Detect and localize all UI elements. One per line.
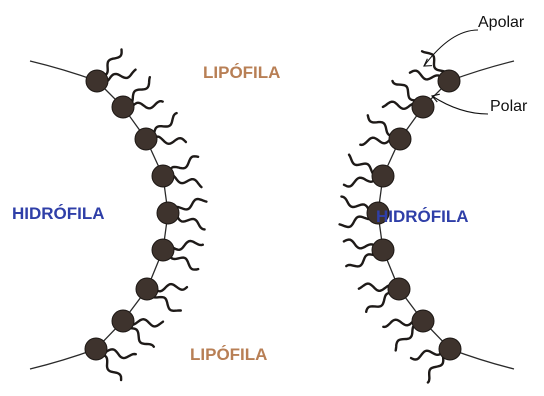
apolar-tail-icon <box>411 350 444 383</box>
phospholipid <box>383 81 434 118</box>
polar-head-icon <box>412 96 434 118</box>
pointer-arrow-icon <box>424 30 478 66</box>
polar-head-icon <box>112 310 134 332</box>
phospholipid <box>344 239 394 266</box>
polar-head-icon <box>152 165 174 187</box>
phospholipid <box>359 278 410 312</box>
polar-head-icon <box>439 338 461 360</box>
polar-head-icon <box>438 70 460 92</box>
phospholipid <box>411 338 461 383</box>
apolar-label: Apolar <box>478 14 524 32</box>
phospholipid <box>152 239 203 270</box>
polar-head-icon <box>135 128 157 150</box>
phospholipid <box>136 278 187 311</box>
polar-head-icon <box>372 165 394 187</box>
polar-head-icon <box>372 239 394 261</box>
hidrofila-left-label: HIDRÓFILA <box>12 204 105 224</box>
polar-head-icon <box>86 70 108 92</box>
lipofila-top-label: LIPÓFILA <box>203 63 280 83</box>
polar-head-icon <box>85 338 107 360</box>
polar-head-icon <box>112 96 134 118</box>
phospholipid <box>135 113 186 150</box>
phospholipid <box>112 77 163 118</box>
phospholipid <box>85 338 136 380</box>
phospholipid <box>383 310 434 350</box>
phospholipid <box>152 156 202 187</box>
apolar-tail-icon <box>344 155 377 187</box>
lipofila-bottom-label: LIPÓFILA <box>190 345 267 365</box>
apolar-tail-icon <box>129 77 163 109</box>
phospholipid <box>344 155 394 187</box>
phospholipid <box>157 199 206 229</box>
phospholipid <box>112 310 163 347</box>
polar-head-icon <box>157 202 179 224</box>
phospholipid <box>86 49 136 92</box>
polar-head-icon <box>388 278 410 300</box>
pointer-arrow-icon <box>432 94 488 114</box>
hidrofila-right-label: HIDRÓFILA <box>376 207 469 227</box>
phospholipid <box>410 51 460 92</box>
polar-head-icon <box>389 128 411 150</box>
polar-head-icon <box>152 239 174 261</box>
phospholipid <box>360 115 411 150</box>
polar-label: Polar <box>490 98 527 116</box>
polar-head-icon <box>136 278 158 300</box>
polar-head-icon <box>412 310 434 332</box>
